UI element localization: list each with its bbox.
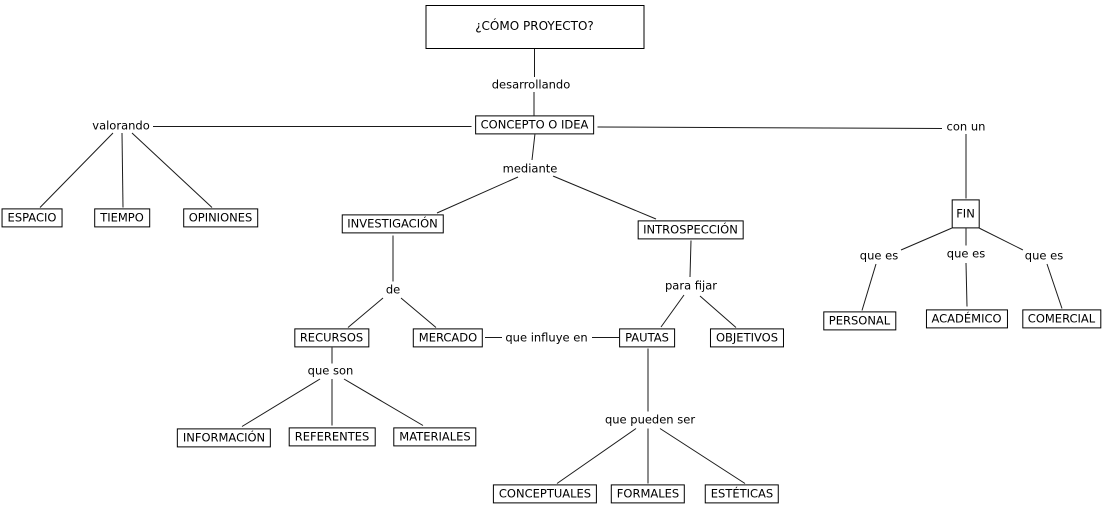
node-esteticas[interactable]: ESTÉTICAS bbox=[704, 484, 780, 504]
node-academico[interactable]: ACADÉMICO bbox=[925, 308, 1008, 329]
node-referentes[interactable]: REFERENTES bbox=[288, 426, 376, 447]
link-label-de[interactable]: de bbox=[383, 282, 403, 297]
edge-quees2-academico bbox=[965, 262, 968, 307]
edge-mediante-introspeccion bbox=[552, 175, 657, 220]
link-label-que-son[interactable]: que son bbox=[305, 363, 356, 378]
edge-valorando-opiniones bbox=[131, 132, 213, 208]
node-investigacion[interactable]: INVESTIGACIÓN bbox=[341, 214, 444, 234]
edge-valorando-espacio bbox=[39, 132, 114, 208]
node-mercado[interactable]: MERCADO bbox=[412, 327, 484, 348]
link-label-que-influye-en[interactable]: que influye en bbox=[503, 330, 590, 345]
node-personal[interactable]: PERSONAL bbox=[822, 311, 897, 331]
link-label-desarrollando[interactable]: desarrollando bbox=[489, 77, 573, 92]
link-label-que-es-comercial[interactable]: que es bbox=[1022, 248, 1066, 263]
edge-introspeccion-parafijar bbox=[689, 240, 692, 278]
link-label-para-fijar[interactable]: para fijar bbox=[663, 278, 719, 293]
edge-mediante-investigacion bbox=[436, 176, 519, 214]
node-comercial[interactable]: COMERCIAL bbox=[1021, 309, 1102, 329]
node-concepto-o-idea[interactable]: CONCEPTO O IDEA bbox=[474, 115, 595, 135]
node-pautas[interactable]: PAUTAS bbox=[619, 327, 675, 348]
node-como-proyecto[interactable]: ¿CÓMO PROYECTO? bbox=[425, 5, 644, 49]
link-label-que-es-academico[interactable]: que es bbox=[944, 246, 988, 261]
edge-de-mercado bbox=[400, 297, 437, 328]
node-conceptuales[interactable]: CONCEPTUALES bbox=[492, 484, 598, 504]
node-introspeccion[interactable]: INTROSPECCIÓN bbox=[637, 219, 744, 240]
node-fin[interactable]: FIN bbox=[951, 198, 980, 229]
edge-qps-conceptuales bbox=[556, 428, 637, 484]
node-materiales[interactable]: MATERIALES bbox=[393, 426, 477, 447]
edge-queson-informacion bbox=[241, 378, 321, 427]
link-label-que-pueden-ser[interactable]: que pueden ser bbox=[602, 412, 698, 427]
node-formales[interactable]: FORMALES bbox=[610, 484, 686, 504]
node-opiniones[interactable]: OPINIONES bbox=[182, 207, 259, 228]
node-tiempo[interactable]: TIEMPO bbox=[94, 207, 150, 228]
edge-concepto-mediante bbox=[531, 133, 536, 161]
edge-valorando-tiempo bbox=[121, 132, 124, 208]
edge-quees3-comercial bbox=[1046, 263, 1063, 309]
edge-queson-materiales bbox=[343, 378, 424, 426]
link-label-que-es-personal[interactable]: que es bbox=[857, 248, 901, 263]
node-objetivos[interactable]: OBJETIVOS bbox=[709, 328, 785, 348]
link-label-con-un[interactable]: con un bbox=[944, 119, 988, 134]
edge-concepto-conun bbox=[597, 126, 943, 129]
edge-quees1-personal bbox=[861, 263, 877, 311]
node-recursos[interactable]: RECURSOS bbox=[293, 327, 370, 348]
link-label-valorando[interactable]: valorando bbox=[90, 118, 152, 133]
node-espacio[interactable]: ESPACIO bbox=[1, 207, 63, 228]
edge-de-recursos bbox=[347, 297, 384, 328]
edge-fin-quees1 bbox=[900, 227, 953, 251]
edge-qps-esteticas bbox=[659, 428, 746, 484]
edge-parafijar-pautas bbox=[660, 294, 685, 328]
edge-parafijar-objetivos bbox=[699, 295, 737, 328]
edge-fin-quees3 bbox=[978, 227, 1024, 251]
link-label-mediante[interactable]: mediante bbox=[500, 161, 560, 176]
node-informacion[interactable]: INFORMACIÓN bbox=[176, 428, 272, 448]
